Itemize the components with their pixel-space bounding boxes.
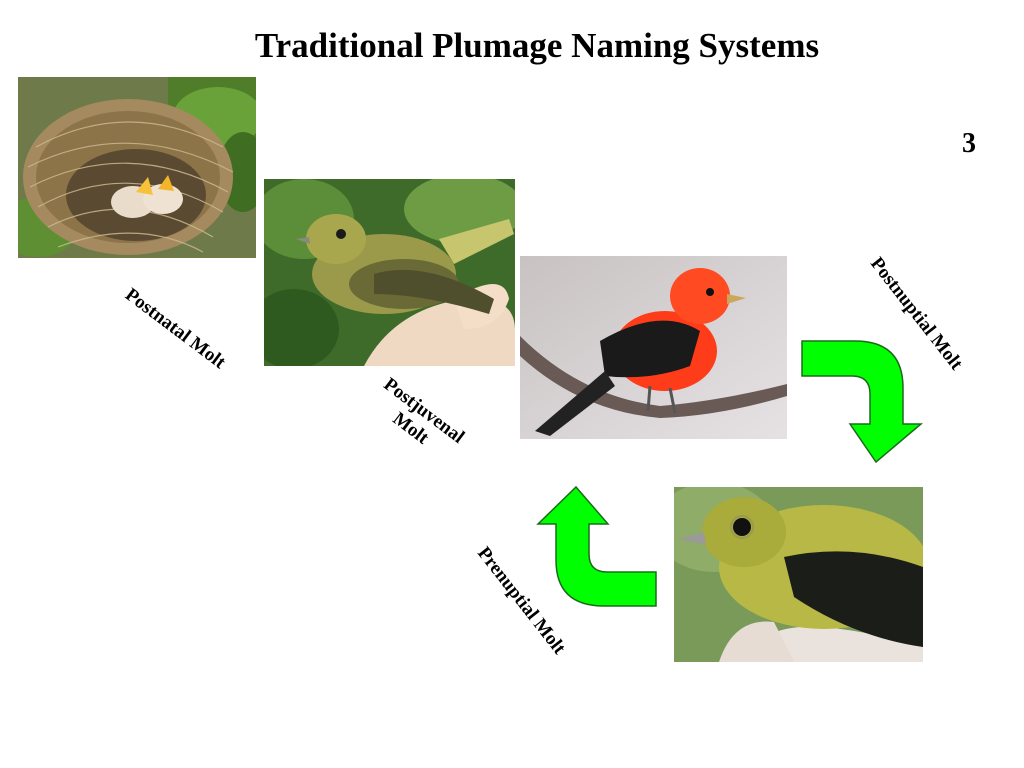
- postjuvenal-molt-label: Postjuvenal Molt: [352, 363, 482, 476]
- page-number: 3: [962, 128, 976, 159]
- postnatal-molt-label: Postnatal Molt: [121, 284, 230, 374]
- curved-arrow-down-icon: [801, 340, 924, 464]
- curved-arrow-up-icon: [536, 485, 657, 607]
- breeding-male-photo-icon: [520, 256, 787, 439]
- slide-title: Traditional Plumage Naming Systems: [254, 26, 820, 65]
- juvenile-bird-photo-icon: [264, 179, 515, 366]
- nestling-photo-icon: [18, 77, 256, 258]
- winter-bird-photo-icon: [674, 487, 923, 662]
